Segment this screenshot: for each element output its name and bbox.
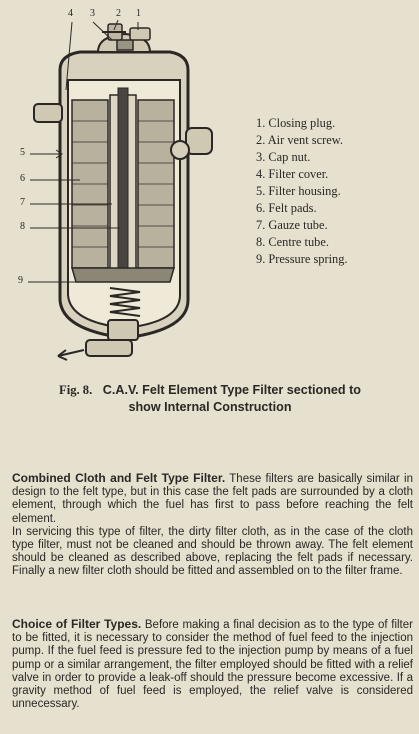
parts-list-item: 4. Filter cover. bbox=[256, 167, 329, 181]
callout-4: 4 bbox=[68, 8, 73, 19]
callout-3: 3 bbox=[90, 8, 95, 19]
paragraph-text: In servicing this type of filter, the di… bbox=[12, 525, 413, 578]
parts-list-item: 2. Air vent screw. bbox=[256, 133, 343, 147]
parts-list-item: 5. Filter housing. bbox=[256, 184, 341, 198]
pressure-spring bbox=[109, 287, 141, 317]
callout-7: 7 bbox=[20, 197, 25, 208]
filter-figure: 1 2 3 4 5 6 7 8 9 1. Closing plug. 2. Ai… bbox=[18, 8, 348, 361]
paragraph: Combined Cloth and Felt Type Filter. The… bbox=[12, 471, 413, 526]
section-heading: Combined Cloth and Felt Type Filter. bbox=[12, 471, 226, 485]
parts-list-item: 1. Closing plug. bbox=[256, 116, 336, 130]
callout-8: 8 bbox=[20, 221, 25, 232]
caption-line-1: C.A.V. Felt Element Type Filter sectione… bbox=[102, 383, 361, 397]
paragraph: Choice of Filter Types. Before making a … bbox=[12, 617, 413, 711]
paragraph-text: Before making a final decision as to the… bbox=[12, 619, 413, 711]
section-combined-filter: Combined Cloth and Felt Type Filter. The… bbox=[12, 471, 413, 579]
caption-line-2: show Internal Construction bbox=[128, 400, 292, 414]
callout-5: 5 bbox=[20, 147, 25, 158]
callout-6: 6 bbox=[20, 173, 25, 184]
felt-pads bbox=[71, 99, 175, 269]
paragraph-text: These filters are basically similar in d… bbox=[12, 473, 413, 525]
callout-1: 1 bbox=[136, 8, 141, 19]
parts-list-item: 6. Felt pads. bbox=[256, 201, 317, 215]
parts-list: 1. Closing plug. 2. Air vent screw. 3. C… bbox=[256, 115, 348, 268]
parts-list-item: 9. Pressure spring. bbox=[256, 252, 348, 266]
parts-list-item: 8. Centre tube. bbox=[256, 235, 329, 249]
parts-list-item: 3. Cap nut. bbox=[256, 150, 311, 164]
figure-caption: Fig. 8. C.A.V. Felt Element Type Filter … bbox=[14, 382, 406, 416]
callout-2: 2 bbox=[116, 8, 121, 19]
section-heading: Choice of Filter Types. bbox=[12, 617, 142, 631]
parts-list-item: 7. Gauze tube. bbox=[256, 218, 328, 232]
section-choice-of-filter: Choice of Filter Types. Before making a … bbox=[12, 617, 413, 711]
figure-number: Fig. 8. bbox=[59, 383, 93, 397]
callout-9: 9 bbox=[18, 275, 23, 286]
filter-cutaway-illustration bbox=[28, 19, 213, 361]
